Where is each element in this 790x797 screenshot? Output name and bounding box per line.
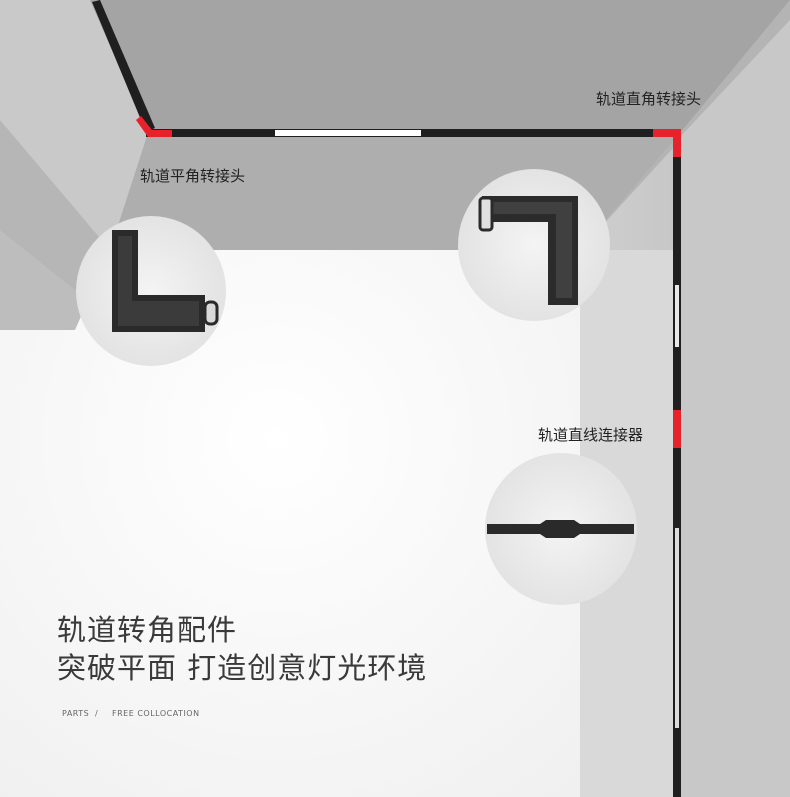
right-pillar — [680, 20, 790, 797]
flat-corner-circle — [76, 216, 226, 366]
right-corner-marker-v — [673, 129, 681, 157]
track-vertical — [673, 157, 681, 797]
left-wall-upper — [0, 120, 110, 290]
crumb-separator: / — [95, 709, 99, 718]
straight-connector-label: 轨道直线连接器 — [538, 426, 644, 444]
flat-corner-marker — [136, 116, 172, 137]
headline-line-1: 轨道转角配件 — [57, 613, 238, 647]
headline-line-2: 突破平面 打造创意灯光环境 — [57, 651, 428, 685]
track-diagonal — [92, 0, 155, 132]
right-angle-product — [482, 196, 578, 305]
straight-connector-product — [487, 520, 634, 538]
track-vertical-strip — [675, 528, 679, 728]
ceiling-upper — [90, 0, 790, 133]
right-angle-circle — [458, 169, 610, 321]
flat-corner-label: 轨道平角转接头 — [140, 167, 246, 185]
crumb-free-collocation: FREE COLLOCATION — [112, 709, 200, 718]
track-vertical-dots — [675, 285, 679, 347]
track-light-strip — [275, 130, 421, 136]
crumb-parts: PARTS — [62, 709, 90, 718]
right-angle-label: 轨道直角转接头 — [596, 90, 702, 108]
straight-connector-marker — [673, 410, 681, 448]
straight-connector-circle — [485, 453, 637, 605]
right-corner-marker-h — [653, 129, 681, 137]
